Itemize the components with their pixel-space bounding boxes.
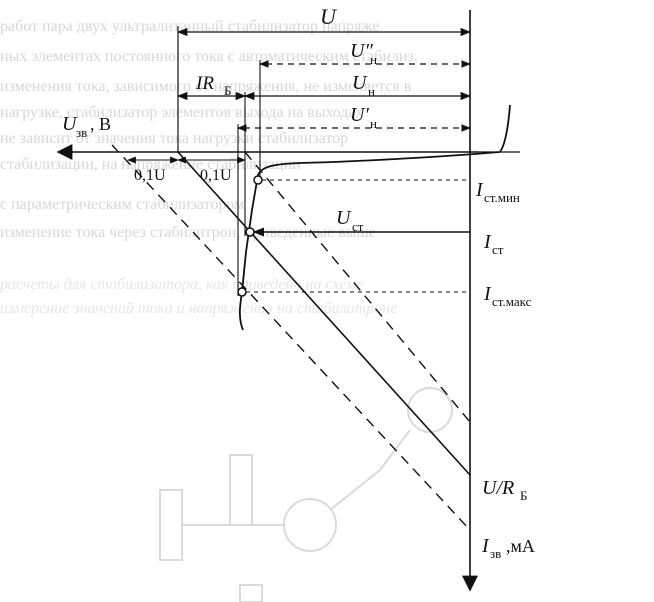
background-text-line: изменение тока через стабилитрон, привед…: [0, 224, 376, 241]
background-text-line: измерение значений тока и напряжения на …: [0, 300, 398, 317]
background-text-line: расчеты для стабилизатора, как приведено…: [0, 276, 364, 293]
label-u-zv: U: [62, 113, 78, 135]
label-u-zv-unit: , В: [90, 114, 111, 134]
background-text-line: с параметрическим стабилизатором: [0, 196, 245, 213]
label-u-r-b-sub: Б: [520, 488, 527, 503]
label-u-n-prime: U′: [350, 104, 369, 126]
label-left-01u: 0,1U: [134, 167, 166, 184]
label-u-n-dprime: U″: [350, 40, 373, 62]
label-i-st: I: [483, 231, 492, 253]
label-u-n-dprime-sub: н: [370, 52, 377, 67]
label-ir-b-sub: Б: [224, 83, 231, 98]
background-text-line: не зависит от значения тока нагрузки ста…: [0, 130, 349, 147]
background-text-line: нагрузке, стабилизатор элементов выхода …: [0, 104, 364, 121]
label-i-zv-unit: ,мА: [506, 536, 535, 556]
point-min: [253, 175, 263, 185]
label-i-zv-sub: зв: [490, 546, 501, 561]
point-max: [237, 287, 247, 297]
load-line-high: [244, 151, 471, 423]
label-u-zv-sub: зв: [76, 125, 87, 140]
label-i-zv: I: [481, 535, 490, 557]
load-line-nominal: [177, 151, 471, 476]
label-ir-b: IR: [195, 73, 214, 94]
label-u-n: U: [352, 72, 368, 94]
label-u-r-b: U/R: [482, 477, 514, 499]
label-i-min-sub: ст.мин: [484, 190, 520, 205]
label-i-min: I: [475, 179, 484, 201]
label-u-n-sub: н: [368, 84, 375, 99]
point-nominal: [245, 227, 255, 237]
label-right-01u: 0,1U: [200, 167, 232, 184]
label-i-max: I: [483, 283, 492, 305]
background-text-line: изменения тока, зависимого от напряжения…: [0, 78, 412, 95]
label-u-n-prime-sub: н: [370, 116, 377, 131]
label-u: U: [320, 4, 338, 29]
label-i-st-sub: ст: [492, 242, 504, 257]
label-u-st: U: [336, 207, 352, 229]
label-u-st-sub: ст: [352, 219, 364, 234]
zener-curve: [238, 104, 511, 331]
load-line-low: [111, 144, 471, 531]
label-i-max-sub: ст.макс: [492, 294, 532, 309]
